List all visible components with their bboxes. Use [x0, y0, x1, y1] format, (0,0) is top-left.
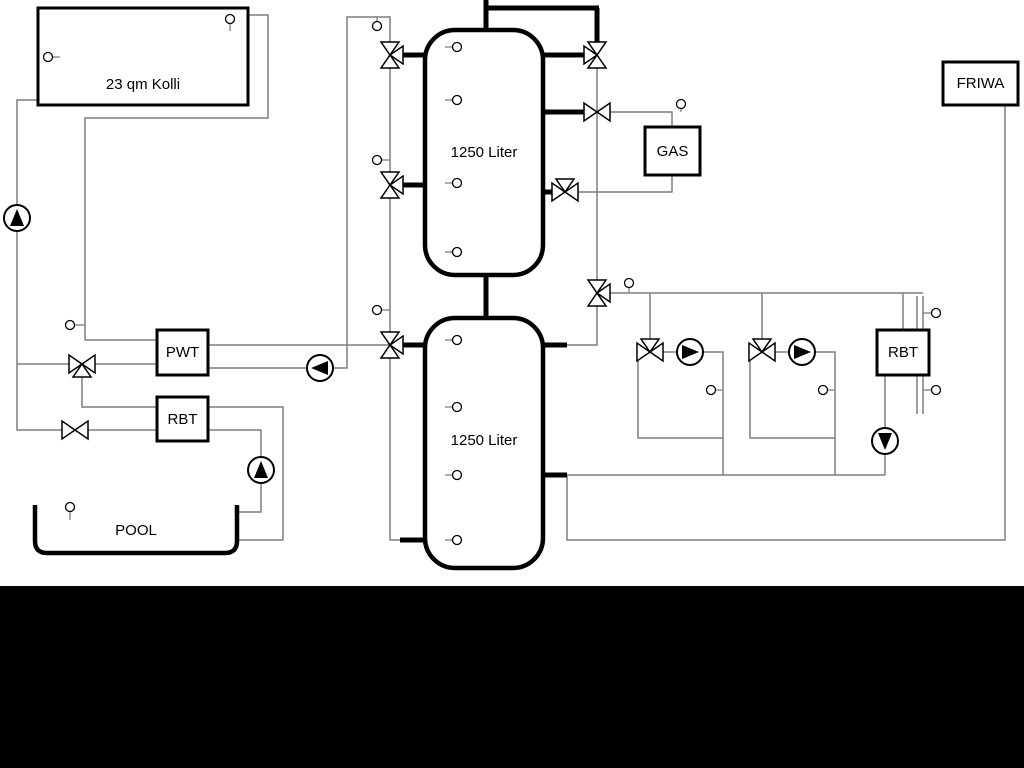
three-way-valve-icon [636, 338, 664, 363]
pwt-label: PWT [165, 344, 200, 361]
heating-circuit-pump-1-icon [676, 338, 704, 366]
rbt-left-label: RBT [167, 411, 198, 428]
rbt-right-box [875, 328, 931, 377]
pool-basin [32, 505, 240, 556]
pwt-pump-icon [306, 354, 334, 382]
pwt-heat-exchanger-box [155, 328, 210, 377]
tank-bottom-label: 1250 Liter [450, 432, 518, 449]
bottom-black-bar [0, 586, 1024, 768]
valve-icon [61, 419, 89, 441]
gas-label: GAS [656, 143, 689, 160]
three-way-valve-icon [379, 171, 404, 199]
pipe-network [16, 14, 1006, 541]
heating-circuit-pump-2-icon [788, 338, 816, 366]
solar-collector-box [36, 6, 250, 107]
rbt-right-label: RBT [888, 344, 918, 361]
temperature-sensor-icon [42, 13, 942, 546]
collector-label: 23 qm Kolli [105, 76, 181, 93]
three-way-valve-icon [551, 178, 579, 203]
friwa-label: FRIWA [956, 75, 1005, 92]
buffer-tank-bottom [422, 315, 546, 571]
buffer-tank-top [422, 27, 546, 278]
pool-pump-icon [247, 456, 275, 484]
pool-label: POOL [115, 522, 157, 539]
tank-top-label: 1250 Liter [450, 144, 518, 161]
three-way-valve-icon [379, 331, 404, 359]
three-way-valve-icon [68, 353, 96, 378]
friwa-station-box [941, 60, 1020, 107]
valve-icon [583, 101, 611, 123]
three-way-valve-icon [583, 41, 608, 69]
gas-boiler-box [643, 125, 702, 177]
solar-pump-icon [3, 204, 31, 232]
rbt-pump-icon [871, 427, 899, 455]
three-way-valve-icon [379, 41, 404, 69]
three-way-valve-icon [586, 279, 611, 307]
main-pipes-bold [400, 0, 600, 543]
rbt-left-box [155, 395, 210, 443]
three-way-valve-icon [748, 338, 776, 363]
